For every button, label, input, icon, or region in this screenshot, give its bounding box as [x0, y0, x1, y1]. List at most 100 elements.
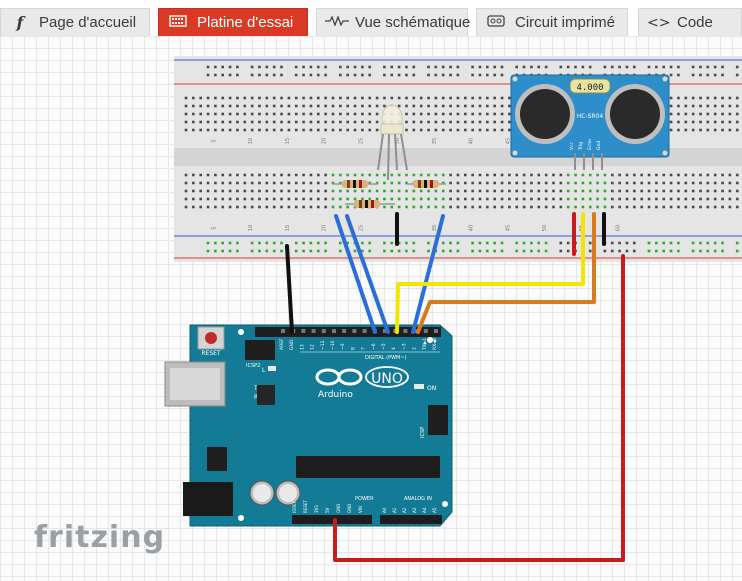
rgb-led[interactable]: [377, 104, 408, 181]
digital-label: DIGITAL (PWM~): [365, 355, 407, 361]
wire-blue[interactable]: [334, 214, 377, 334]
arduino-pin-label: TX▶1: [422, 338, 428, 351]
breadboard-hole: [574, 197, 577, 201]
breadboard-hole: [735, 181, 739, 185]
breadboard-hole: [280, 181, 283, 185]
breadboard-hole: [236, 181, 239, 185]
breadboard-hole: [596, 173, 599, 177]
breadboard-hole: [434, 197, 438, 201]
breadboard-hole: [272, 173, 276, 177]
breadboard-hole: [324, 173, 327, 177]
breadboard-hole: [346, 197, 349, 201]
breadboard-hole: [706, 104, 710, 108]
arduino-pin-hole: [423, 329, 428, 333]
wire-blue[interactable]: [345, 214, 390, 334]
breadboard-hole: [677, 241, 680, 245]
breadboard-hole: [361, 104, 364, 108]
breadboard-hole: [691, 205, 695, 209]
tab-schematic[interactable]: Vue schématique: [316, 8, 470, 36]
breadboard-hole: [375, 128, 379, 132]
wire-black[interactable]: [285, 244, 294, 334]
icsp2-header: [245, 340, 275, 360]
breadboard-hole: [611, 197, 614, 201]
breadboard-hole: [449, 189, 452, 193]
breadboard-hole: [427, 96, 430, 100]
breadboard-hole: [574, 205, 577, 209]
wire-orange[interactable]: [416, 212, 596, 334]
breadboard-hole: [419, 112, 423, 116]
breadboard-hole: [669, 181, 673, 185]
ultrasonic-sensor[interactable]: 4.000 HC-SR04 Vcc Trig Echo Gnd: [510, 74, 670, 170]
breadboard-hole: [368, 189, 372, 193]
breadboard-hole: [478, 112, 482, 116]
breadboard-hole: [405, 120, 408, 124]
breadboard-hole: [339, 128, 342, 132]
breadboard-hole: [397, 205, 401, 209]
breadboard-hole: [309, 120, 313, 124]
breadboard-hole: [236, 128, 239, 132]
breadboard-hole: [618, 241, 621, 245]
connected-holes: [206, 173, 739, 253]
breadboard-hole: [243, 112, 247, 116]
breadboard-hole: [353, 173, 357, 177]
breadboard-hole: [427, 205, 430, 209]
breadboard-hole: [390, 73, 394, 77]
breadboard-hole: [699, 96, 702, 100]
breadboard-hole: [537, 197, 541, 201]
breadboard-hole: [375, 189, 379, 193]
breadboard-hole: [339, 104, 342, 108]
tab-home[interactable]: f Page d'accueil: [0, 8, 150, 36]
tab-breadboard[interactable]: Platine d'essai: [158, 8, 308, 36]
wire-blue[interactable]: [411, 214, 445, 334]
analog-in-label: ANALOG IN: [404, 496, 432, 502]
breadboard-hole: [427, 173, 430, 177]
breadboard-hole: [456, 249, 460, 253]
resistor[interactable]: [333, 180, 378, 188]
breadboard-hole: [302, 128, 305, 132]
breadboard-hole: [317, 104, 320, 108]
resistor[interactable]: [345, 200, 395, 208]
breadboard-hole: [566, 65, 570, 69]
breadboard-hole: [713, 128, 717, 132]
breadboard-hole: [214, 104, 217, 108]
breadboard-hole: [258, 96, 261, 100]
breadboard-hole: [464, 205, 467, 209]
breadboard-hole: [302, 120, 305, 124]
breadboard-hole: [537, 205, 541, 209]
breadboard-hole: [486, 104, 489, 108]
breadboard-hole: [250, 189, 254, 193]
breadboard-hole: [500, 96, 504, 100]
breadboard-hole: [397, 189, 401, 193]
breadboard-hole: [449, 120, 452, 124]
breadboard-hole: [559, 65, 563, 69]
breadboard-hole: [434, 112, 438, 116]
breadboard-hole: [640, 181, 643, 185]
breadboard-hole: [199, 205, 202, 209]
breadboard-hole: [361, 112, 364, 116]
breadboard-hole: [280, 241, 283, 245]
breadboard-hole: [713, 120, 717, 124]
tab-pcb[interactable]: Circuit imprimé: [476, 8, 628, 36]
breadboard-hole: [192, 173, 195, 177]
breadboard-hole: [287, 197, 291, 201]
breadboard-hole: [537, 241, 541, 245]
breadboard-hole: [294, 65, 298, 69]
breadboard-hole: [713, 173, 717, 177]
wire-red[interactable]: [333, 254, 625, 562]
breadboard-hole: [515, 249, 518, 253]
breadboard-hole: [449, 241, 452, 245]
breadboard-hole: [368, 181, 372, 185]
breadboard-hole: [662, 241, 665, 245]
breadboard-hole: [684, 128, 688, 132]
breadboard-hole: [699, 120, 702, 124]
breadboard-hole: [662, 173, 666, 177]
breadboard-column-number: 20: [322, 225, 328, 231]
resistor[interactable]: [407, 180, 446, 188]
breadboard-hole: [456, 205, 460, 209]
breadboard-hole: [662, 189, 666, 193]
breadboard-hole: [486, 189, 489, 193]
wire-yellow[interactable]: [395, 212, 585, 334]
breadboard-hole: [383, 197, 386, 201]
